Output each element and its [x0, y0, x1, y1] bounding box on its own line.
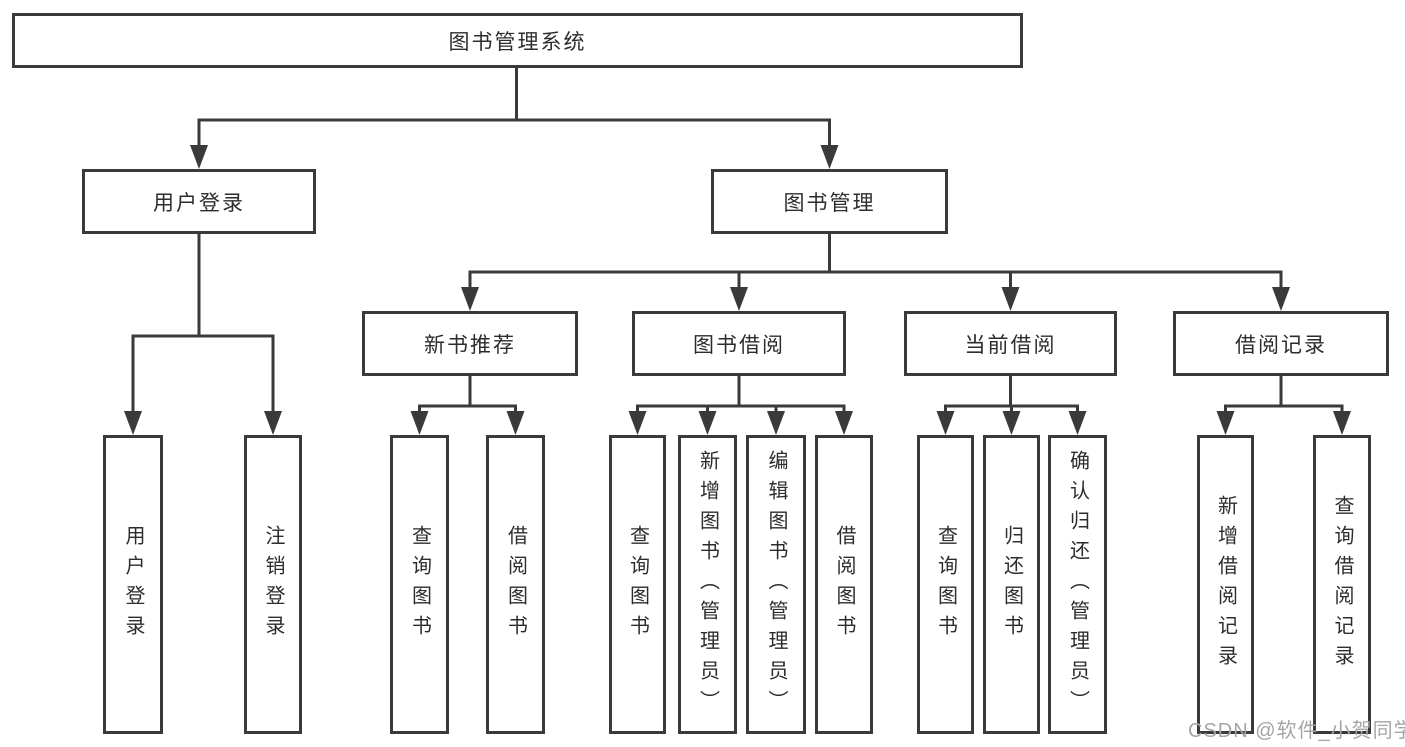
leaf-add-borrow-record: 新增借阅记录 — [1197, 435, 1254, 734]
leaf-edit-books-admin: 编辑图书（管理员） — [746, 435, 806, 734]
leaf-borrow-books-label: 借阅图书 — [833, 524, 855, 645]
arrowhead-nb-leaf1 — [410, 411, 429, 435]
arrowheads — [124, 145, 1351, 435]
leaf-edit-books-admin-label: 编辑图书（管理员） — [765, 449, 787, 720]
leaf-query-borrow-record-label: 查询借阅记录 — [1331, 494, 1353, 675]
arrowhead-user-login — [190, 145, 208, 169]
leaf-query-books-current: 查询图书 — [917, 435, 974, 734]
leaf-user-login-label: 用户登录 — [122, 524, 144, 645]
arrowhead-bb-leaf2 — [698, 411, 717, 435]
leaf-borrow-books: 借阅图书 — [815, 435, 873, 734]
leaf-query-books-recommend-label: 查询图书 — [408, 524, 431, 645]
leaf-add-books-admin: 新增图书（管理员） — [678, 435, 737, 734]
node-borrowing-records: 借阅记录 — [1173, 311, 1389, 376]
node-user-login: 用户登录 — [82, 169, 316, 234]
node-root: 图书管理系统 — [12, 13, 1023, 68]
arrowhead-book-borrowing — [730, 287, 748, 311]
leaf-borrow-books-recommend: 借阅图书 — [486, 435, 545, 734]
arrowhead-book-management — [820, 145, 839, 169]
leaf-logout: 注销登录 — [244, 435, 302, 734]
leaf-query-books-current-label: 查询图书 — [934, 524, 957, 645]
leaf-query-books-recommend: 查询图书 — [390, 435, 449, 734]
leaf-logout-label: 注销登录 — [262, 524, 284, 645]
arrowhead-ul-leaf2 — [264, 411, 282, 435]
node-current-borrowing: 当前借阅 — [904, 311, 1117, 376]
arrowhead-borrowing-records — [1272, 287, 1290, 311]
arrowhead-current-borrowing — [1001, 287, 1020, 311]
leaf-add-books-admin-label: 新增图书（管理员） — [696, 449, 719, 720]
leaf-return-books: 归还图书 — [983, 435, 1040, 734]
leaf-query-books-borrowing: 查询图书 — [609, 435, 666, 734]
arrowhead-cb-leaf1 — [936, 411, 955, 435]
node-book-management: 图书管理 — [711, 169, 948, 234]
arrowhead-ul-leaf1 — [124, 411, 142, 435]
node-book-borrowing: 图书借阅 — [632, 311, 846, 376]
arrowhead-cb-leaf3 — [1068, 411, 1087, 435]
leaf-query-books-borrowing-label: 查询图书 — [626, 524, 649, 645]
leaf-confirm-return-admin-label: 确认归还（管理员） — [1066, 449, 1089, 720]
leaf-user-login: 用户登录 — [103, 435, 163, 734]
node-new-book-recommend: 新书推荐 — [362, 311, 578, 376]
leaf-confirm-return-admin: 确认归还（管理员） — [1048, 435, 1107, 734]
arrowhead-bb-leaf3 — [767, 411, 785, 435]
arrowhead-bb-leaf4 — [835, 411, 853, 435]
leaf-add-borrow-record-label: 新增借阅记录 — [1214, 494, 1237, 675]
arrowhead-nb-leaf2 — [506, 411, 525, 435]
arrowhead-bb-leaf1 — [628, 411, 647, 435]
arrowhead-br-leaf1 — [1216, 411, 1235, 435]
arrowhead-br-leaf2 — [1333, 411, 1351, 435]
leaf-query-borrow-record: 查询借阅记录 — [1313, 435, 1371, 734]
arrowhead-cb-leaf2 — [1002, 411, 1021, 435]
leaf-borrow-books-recommend-label: 借阅图书 — [504, 524, 527, 645]
leaf-return-books-label: 归还图书 — [1000, 524, 1023, 645]
arrowhead-new-book — [461, 287, 479, 311]
csdn-watermark: CSDN @软件_小贺同学 — [1188, 720, 1405, 742]
